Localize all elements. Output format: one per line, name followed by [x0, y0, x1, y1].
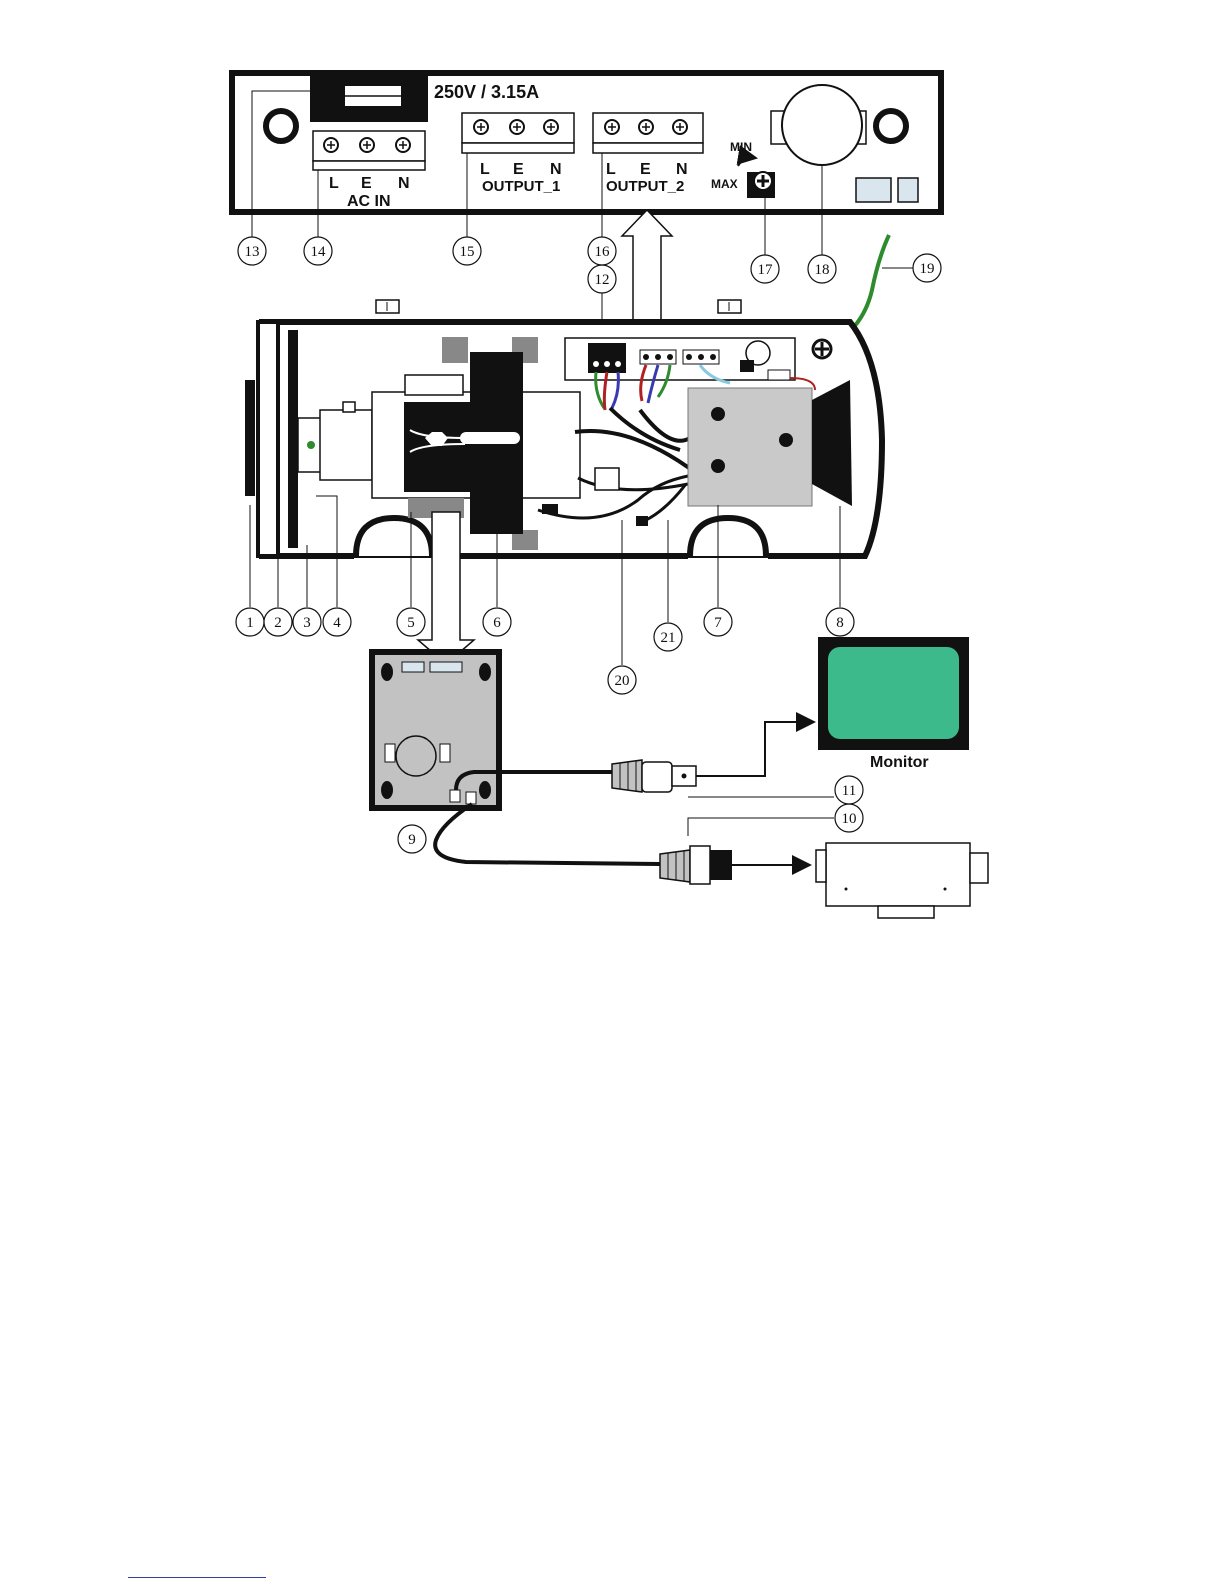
callout-number: 14 — [311, 244, 327, 260]
ground-screw-icon — [813, 340, 831, 358]
callout-number: 8 — [836, 615, 844, 631]
trim-max-label: MAX — [711, 177, 738, 191]
fan-8 — [812, 380, 852, 506]
ac-in-terminal-e: E — [361, 175, 372, 192]
ac-in-terminal-l: L — [329, 175, 339, 192]
callout-number: 11 — [842, 783, 856, 799]
callout-number: 15 — [460, 244, 475, 260]
callout-14: 14 — [304, 237, 332, 265]
board-connector-b — [898, 178, 918, 202]
callout-number: 1 — [246, 615, 254, 631]
output-2-terminal-e: E — [640, 161, 651, 178]
output-1-terminal-n: N — [550, 161, 562, 178]
callout-1: 1 — [236, 608, 264, 636]
callout-18: 18 — [808, 255, 836, 283]
output-1-terminal-e: E — [513, 161, 524, 178]
callout-6: 6 — [483, 608, 511, 636]
callout-number: 5 — [407, 615, 415, 631]
output-2-label: OUTPUT_2 — [606, 178, 684, 195]
callout-17: 17 — [751, 255, 779, 283]
callout-5: 5 — [397, 608, 425, 636]
callout-10: 10 — [835, 804, 863, 832]
callout-number: 3 — [303, 615, 311, 631]
callout-number: 7 — [714, 615, 722, 631]
callout-12: 12 — [588, 265, 616, 293]
output-1-terminal-l: L — [480, 161, 490, 178]
callout-8: 8 — [826, 608, 854, 636]
callout-11: 11 — [835, 776, 863, 804]
mounting-hole-left — [266, 111, 296, 141]
callout-20: 20 — [608, 666, 636, 694]
callout-13: 13 — [238, 237, 266, 265]
ac-in-label: AC IN — [347, 193, 391, 210]
callout-2: 2 — [264, 608, 292, 636]
sunshield-front-1 — [245, 380, 255, 496]
video-cable-10 — [435, 804, 660, 864]
callout-number: 2 — [274, 615, 282, 631]
monitor-screen — [828, 647, 959, 739]
trimmer-potentiometer-icon[interactable] — [747, 172, 775, 198]
camera-pcb-9 — [372, 652, 499, 808]
external-camera — [816, 843, 988, 918]
monitor-label: Monitor — [870, 754, 929, 771]
front-cap-2 — [258, 322, 278, 556]
callout-number: 4 — [333, 615, 341, 631]
output-1-label: OUTPUT_1 — [482, 178, 560, 195]
callout-number: 18 — [815, 262, 830, 278]
internal-power-board — [565, 338, 795, 380]
callout-number: 19 — [920, 261, 935, 277]
heater-block-7 — [688, 388, 812, 506]
callout-number: 9 — [408, 832, 416, 848]
callout-9: 9 — [398, 825, 426, 853]
monitor: Monitor — [818, 637, 969, 771]
bnc-connector-10 — [660, 846, 732, 884]
buzzer — [782, 85, 862, 165]
output-2-terminal-n: N — [676, 161, 688, 178]
mounting-hole-right — [876, 111, 906, 141]
callout-number: 12 — [595, 272, 610, 288]
front-glass-3 — [288, 330, 298, 548]
callout-19: 19 — [913, 254, 941, 282]
bnc-connector-11 — [612, 760, 696, 792]
callout-number: 17 — [758, 262, 774, 278]
callout-number: 10 — [842, 811, 857, 827]
callout-21: 21 — [654, 623, 682, 651]
callout-number: 21 — [661, 630, 676, 646]
callout-15: 15 — [453, 237, 481, 265]
fuse-rating-label: 250V / 3.15A — [434, 82, 539, 102]
trim-min-label: MIN — [730, 140, 752, 154]
callout-7: 7 — [704, 608, 732, 636]
callout-number: 16 — [595, 244, 611, 260]
callout-3: 3 — [293, 608, 321, 636]
callout-4: 4 — [323, 608, 351, 636]
camera-housing — [245, 235, 889, 566]
board-connector-a — [856, 178, 891, 202]
ac-in-terminal-n: N — [398, 175, 410, 192]
callout-16: 16 — [588, 237, 616, 265]
footnote-separator — [128, 1577, 266, 1578]
callout-number: 6 — [493, 615, 501, 631]
output-2-terminal-l: L — [606, 161, 616, 178]
callout-number: 20 — [615, 673, 630, 689]
power-board: 250V / 3.15A L E N AC IN L E N OUTPUT_1 — [232, 73, 941, 212]
callout-number: 13 — [245, 244, 260, 260]
